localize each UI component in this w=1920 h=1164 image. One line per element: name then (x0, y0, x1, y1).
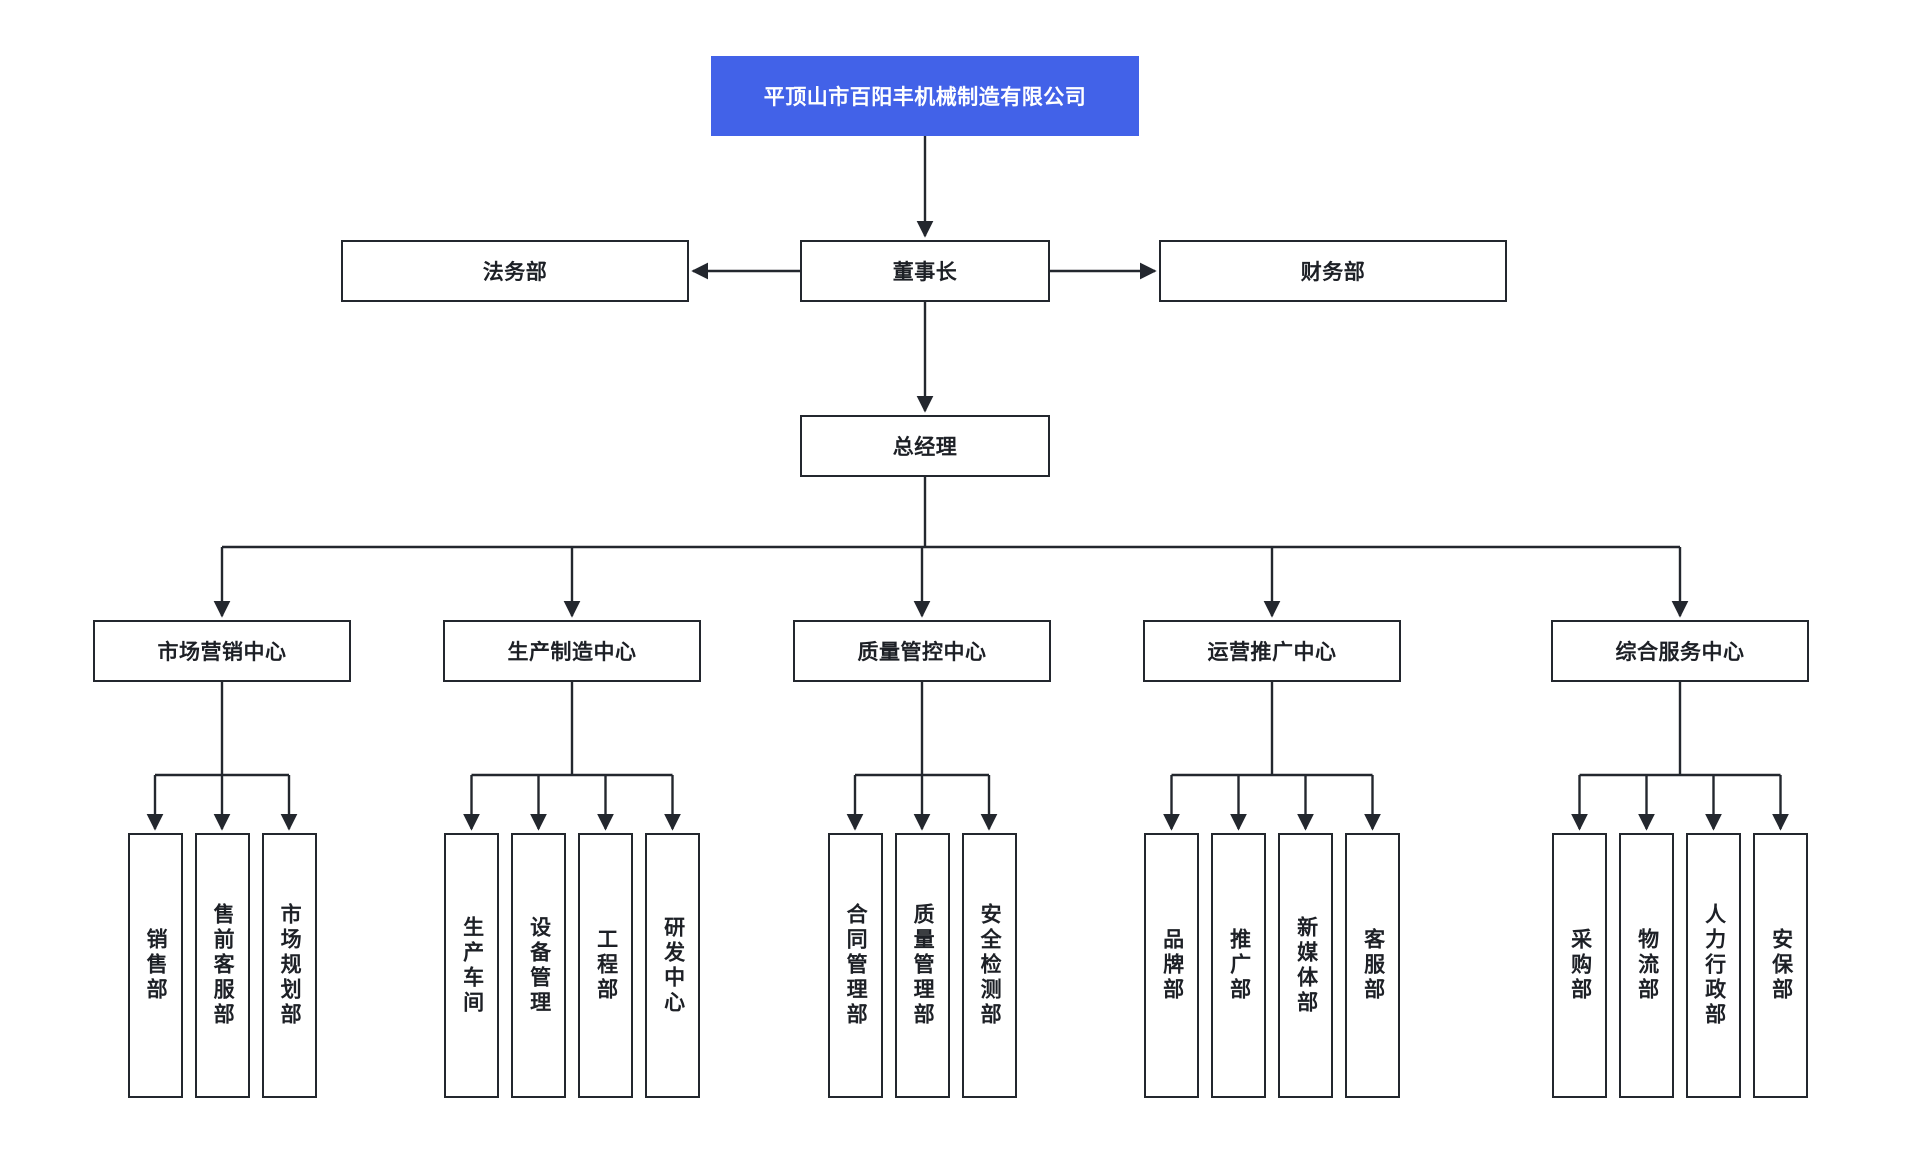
node-equipment-management[interactable]: 设备管理 (511, 833, 566, 1098)
node-production-workshop[interactable]: 生产车间 (444, 833, 499, 1098)
node-quality-control-center[interactable]: 质量管控中心 (793, 620, 1051, 682)
node-customer-service-dept-label: 客服部 (1361, 928, 1385, 1003)
node-quality-control-center-label: 质量管控中心 (857, 641, 987, 664)
node-procurement-dept[interactable]: 采购部 (1552, 833, 1607, 1098)
node-contract-management-dept[interactable]: 合同管理部 (827, 833, 883, 1098)
node-market-planning-dept-label: 市场规划部 (278, 903, 302, 1028)
node-quality-management-dept[interactable]: 质量管理部 (894, 833, 950, 1098)
node-finance-department-label: 财务部 (1300, 261, 1366, 284)
node-brand-dept-label: 品牌部 (1160, 928, 1184, 1003)
node-security-dept[interactable]: 安保部 (1753, 833, 1808, 1098)
node-manufacturing-center-label: 生产制造中心 (507, 641, 637, 664)
node-finance-department[interactable]: 财务部 (1159, 240, 1507, 302)
node-logistics-dept[interactable]: 物流部 (1619, 833, 1674, 1098)
node-security-dept-label: 安保部 (1769, 928, 1793, 1003)
node-hr-admin-dept[interactable]: 人力行政部 (1686, 833, 1741, 1098)
node-new-media-dept-label: 新媒体部 (1294, 915, 1318, 1016)
node-engineering-dept[interactable]: 工程部 (578, 833, 633, 1098)
node-sales-dept-label: 销售部 (144, 928, 168, 1003)
node-presales-service-dept[interactable]: 售前客服部 (194, 833, 250, 1098)
node-brand-dept[interactable]: 品牌部 (1144, 833, 1199, 1098)
node-rnd-center[interactable]: 研发中心 (645, 833, 700, 1098)
node-production-workshop-label: 生产车间 (460, 915, 484, 1016)
node-manufacturing-center[interactable]: 生产制造中心 (443, 620, 701, 682)
node-equipment-management-label: 设备管理 (527, 915, 551, 1016)
node-chairman-label: 董事长 (892, 261, 958, 284)
node-rnd-center-label: 研发中心 (661, 915, 685, 1016)
node-general-services-center-label: 综合服务中心 (1615, 641, 1745, 664)
node-chairman[interactable]: 董事长 (800, 240, 1050, 302)
node-engineering-dept-label: 工程部 (594, 928, 618, 1003)
node-marketing-center[interactable]: 市场营销中心 (93, 620, 351, 682)
node-company[interactable]: 平顶山市百阳丰机械制造有限公司 (711, 56, 1139, 136)
node-general-services-center[interactable]: 综合服务中心 (1551, 620, 1809, 682)
node-legal-department[interactable]: 法务部 (341, 240, 689, 302)
node-operations-promotion-center-label: 运营推广中心 (1207, 641, 1337, 664)
node-legal-department-label: 法务部 (482, 261, 548, 284)
node-quality-management-dept-label: 质量管理部 (911, 903, 935, 1028)
node-general-manager-label: 总经理 (892, 436, 958, 459)
node-logistics-dept-label: 物流部 (1635, 928, 1659, 1003)
node-sales-dept[interactable]: 销售部 (127, 833, 183, 1098)
node-promotion-dept[interactable]: 推广部 (1211, 833, 1266, 1098)
node-promotion-dept-label: 推广部 (1227, 928, 1251, 1003)
node-general-manager[interactable]: 总经理 (800, 415, 1050, 477)
node-marketing-center-label: 市场营销中心 (157, 641, 287, 664)
node-market-planning-dept[interactable]: 市场规划部 (261, 833, 317, 1098)
node-company-label: 平顶山市百阳丰机械制造有限公司 (763, 86, 1087, 109)
node-safety-inspection-dept[interactable]: 安全检测部 (961, 833, 1017, 1098)
node-presales-service-dept-label: 售前客服部 (211, 903, 235, 1028)
node-customer-service-dept[interactable]: 客服部 (1345, 833, 1400, 1098)
node-contract-management-dept-label: 合同管理部 (844, 903, 868, 1028)
node-procurement-dept-label: 采购部 (1568, 928, 1592, 1003)
node-new-media-dept[interactable]: 新媒体部 (1278, 833, 1333, 1098)
node-safety-inspection-dept-label: 安全检测部 (978, 903, 1002, 1028)
node-operations-promotion-center[interactable]: 运营推广中心 (1143, 620, 1401, 682)
node-hr-admin-dept-label: 人力行政部 (1702, 903, 1726, 1028)
